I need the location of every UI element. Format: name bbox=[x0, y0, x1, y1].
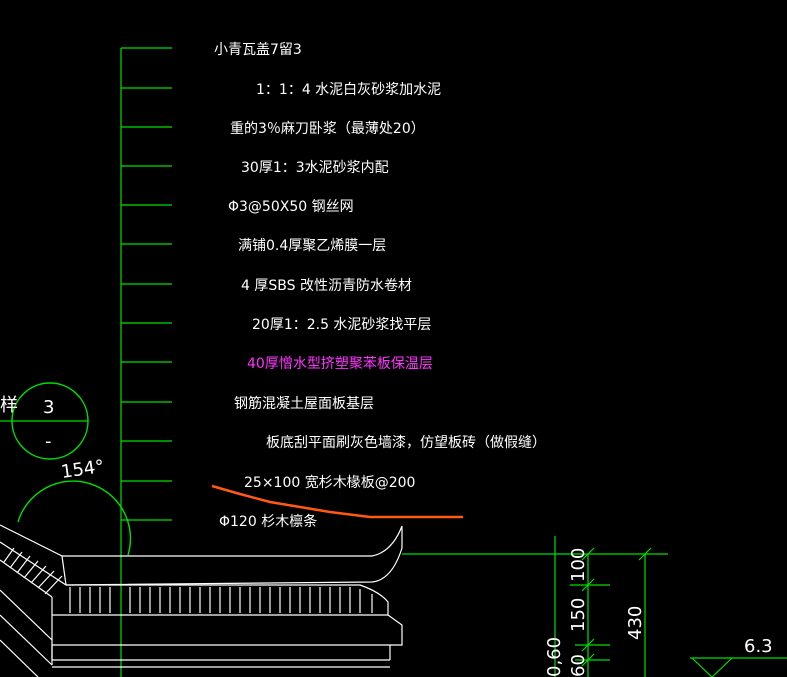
angle-label: 154° bbox=[60, 456, 106, 483]
detail-symbol-sheet: - bbox=[45, 431, 52, 452]
layer-label-4: 30厚1：3水泥砂浆内配 bbox=[241, 160, 389, 176]
dim-430: 430 bbox=[625, 606, 646, 640]
roof-profile bbox=[0, 524, 403, 677]
layer-label-3: 重的3％麻刀卧浆（最薄处20） bbox=[230, 121, 425, 137]
dim-060: 0,60 bbox=[544, 637, 565, 677]
detail-symbol-number: 3 bbox=[43, 397, 54, 418]
elevation-label: 6.3 bbox=[744, 636, 773, 657]
dimension-lines bbox=[402, 536, 668, 677]
leader-ticks bbox=[121, 47, 172, 521]
layer-label-11: 板底刮平面刷灰色墙漆，仿望板砖（做假缝） bbox=[266, 434, 546, 451]
dim-60: 60 bbox=[568, 654, 589, 677]
layer-label-12: 25×100 宽杉木椽板@200 bbox=[244, 474, 415, 491]
dim-150: 150 bbox=[568, 598, 589, 632]
layer-label-10: 钢筋混凝土屋面板基层 bbox=[234, 395, 374, 412]
layer-label-5: Φ3@50X50 钢丝网 bbox=[228, 199, 354, 215]
layer-label-13: Φ120 杉木檩条 bbox=[219, 513, 317, 530]
dim-100: 100 bbox=[568, 548, 589, 582]
layer-label-2: 1：1：4 水泥白灰砂浆加水泥 bbox=[256, 82, 441, 98]
orange-sketch-line bbox=[211, 484, 463, 519]
elevation-marker bbox=[690, 657, 787, 677]
layer-label-8: 20厚1：2.5 水泥砂浆找平层 bbox=[252, 317, 431, 333]
layer-label-7: 4 厚SBS 改性沥青防水卷材 bbox=[241, 278, 412, 294]
layer-label-6: 满铺0.4厚聚乙烯膜一层 bbox=[238, 238, 386, 254]
layer-label-9: 40厚憎水型挤塑聚苯板保温层 bbox=[247, 355, 433, 372]
angle-arc bbox=[17, 480, 132, 556]
layer-label-1: 小青瓦盖7留3 bbox=[214, 42, 302, 58]
detail-symbol-prefix: 样 bbox=[0, 395, 18, 416]
